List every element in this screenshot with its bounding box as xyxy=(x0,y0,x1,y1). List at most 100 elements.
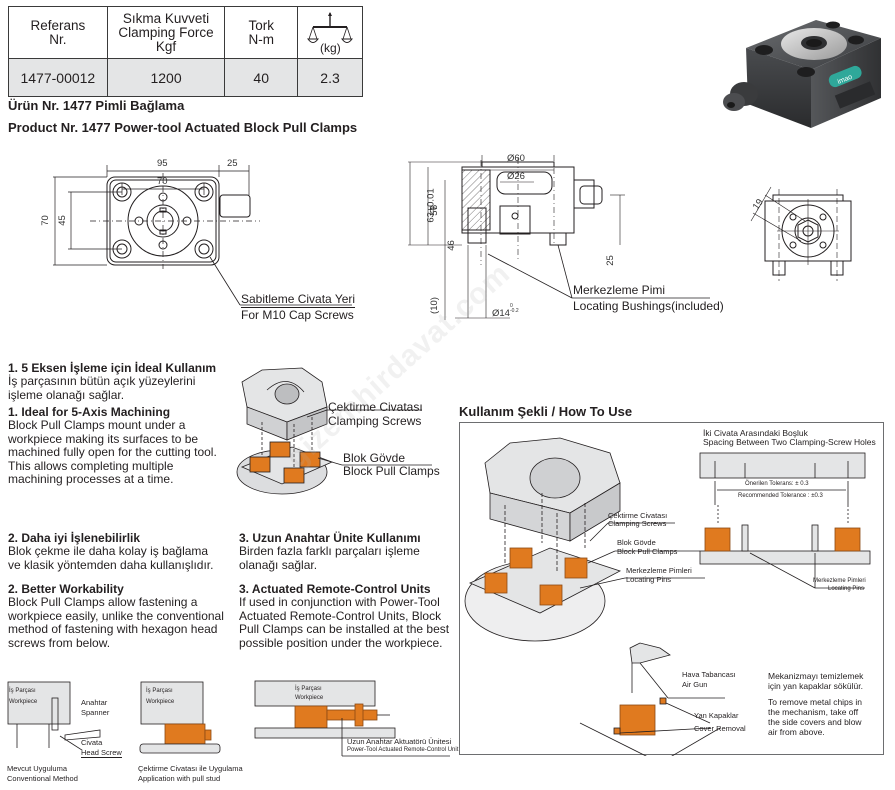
label-spanner-tr: Anahtar xyxy=(81,698,108,707)
dim-label: 46 xyxy=(445,240,457,251)
header-text: Referans xyxy=(30,17,86,33)
header-unit: Kgf xyxy=(155,38,177,54)
diagram-pull-stud: İş Parçası Workpiece Çektirme Civatası i… xyxy=(138,680,258,785)
diagram-conventional: İş Parçası Workpiece Anahtar Spanner Civ… xyxy=(5,680,135,785)
feature-body-en: workpiece making its surfaces to be xyxy=(8,431,199,446)
caption-tr: Çektirme Civatası ile Uygulama xyxy=(138,764,243,773)
product-title-tr: Ürün Nr. 1477 Pimli Bağlama xyxy=(8,98,185,113)
feature-body-tr: işleme olanağı sağlar. xyxy=(8,387,125,402)
dim-label: 6 xyxy=(429,204,441,211)
caption-en: Application with pull stud xyxy=(138,774,221,783)
label-locating-pins-2-tr: Merkezleme Pimleri xyxy=(813,578,866,584)
dim-label: 95 xyxy=(157,158,168,169)
label-locating-pins-tr: Merkezleme Pimleri xyxy=(626,566,692,575)
header-text: Nr. xyxy=(49,31,67,47)
side-view-drawing: Ø60 Ø26 63±0.01 57 6 46 (10) 25 Ø14 0-0.… xyxy=(400,150,724,330)
diagram-remote-control: İş Parçası Workpiece Uzun Anahtar Aktuat… xyxy=(250,678,459,783)
label-workpiece-tr: İş Parçası xyxy=(146,688,173,694)
label-workpiece-tr: İş Parçası xyxy=(295,686,322,692)
label-workpiece-en: Workpiece xyxy=(295,695,324,701)
how-to-use-panel: İki Civata Arasındaki Boşluk Spacing Bet… xyxy=(459,422,884,756)
feature-1: 1. 5 Eksen İşleme için İdeal Kullanım İş… xyxy=(8,361,240,487)
label-spacing-en: Spacing Between Two Clamping-Screw Holes xyxy=(703,437,876,447)
cell-weight: 2.3 xyxy=(297,58,363,97)
tolerance-lower: -0.2 xyxy=(510,308,519,314)
weight-scale-icon: (kg) xyxy=(306,11,354,55)
feature-body-tr: Birden fazla farklı parçaları işleme xyxy=(239,544,420,558)
feature-body-en: Block Pull Clamps allow fastening a xyxy=(8,595,198,609)
feature-body-en: Block Pull Clamps mount under a xyxy=(8,418,186,432)
product-title-en: Product Nr. 1477 Power-tool Actuated Blo… xyxy=(8,120,358,135)
cell-clamping-force: 1200 xyxy=(106,58,226,97)
spec-table: Referans Nr. Sıkma Kuvveti Clamping Forc… xyxy=(8,6,363,97)
cell-reference: 1477-00012 xyxy=(8,58,108,97)
feature-body-tr: olanağı sağlar. xyxy=(239,557,318,572)
dim-label: 25 xyxy=(227,158,238,169)
label-workpiece-en: Workpiece xyxy=(146,699,175,705)
note-line: the mechanism, take off xyxy=(768,707,859,717)
label-cover-removal-en: Cover Removal xyxy=(694,724,746,733)
feature-body-tr: İş parçasının bütün açık yüzeylerini xyxy=(8,374,196,388)
feature-body-tr: Blok çekme ile daha kolay iş bağlama xyxy=(8,544,209,558)
label-clamping-screws-tr: Çektirme Civatası xyxy=(608,511,668,520)
col-header-weight: (kg) xyxy=(297,6,363,59)
dim-label: Ø26 xyxy=(507,171,525,182)
col-header-clamping-force: Sıkma Kuvveti Clamping Force Kgf xyxy=(106,6,226,59)
feature-title-en: 1. Ideal for 5-Axis Machining xyxy=(8,405,171,419)
feature-title-en: 3. Actuated Remote-Control Units xyxy=(239,582,431,596)
table-row: 1477-00012 1200 40 2.3 xyxy=(8,58,363,97)
feature-body-tr: ve klasik yöntemden daha kullanışlıdır. xyxy=(8,557,214,572)
dim-label: Ø60 xyxy=(507,153,525,164)
feature-2: 2. Daha iyi İşlenebilirlik Blok çekme il… xyxy=(8,531,240,650)
end-view-drawing: 19 xyxy=(735,185,885,300)
col-header-torque: Tork N-m xyxy=(224,6,299,59)
label-block-pull-clamps-en: Block Pull Clamps xyxy=(617,547,678,556)
feature-body-en: screws from below. xyxy=(8,635,111,650)
label-spanner-en: Spanner xyxy=(81,708,110,717)
feature-body-en: workpiece easily, unlike the conventiona… xyxy=(8,608,224,623)
feature-body-en: Actuated Remote-Control Units, Block xyxy=(239,608,442,623)
feature-3: 3. Uzun Anahtar Ünite Kullanımı Birden f… xyxy=(239,531,454,650)
caption-en: Power-Tool Actuated Remote-Control Unit xyxy=(347,747,459,753)
label-block-pull-clamps-tr: Blok Gövde xyxy=(343,451,406,465)
label-tolerance-en: Recommended Tolerance : ±0.3 xyxy=(738,493,823,499)
label-locating-pins-2-en: Locating Pins xyxy=(828,586,865,592)
label-workpiece-en: Workpiece xyxy=(9,699,38,705)
caption-tr: Uzun Anahtar Aktuatörü Ünitesi xyxy=(347,737,452,746)
label-tolerance-tr: Önerilen Tolerans: ± 0.3 xyxy=(745,481,809,487)
label-spacing-tr: İki Civata Arasındaki Boşluk xyxy=(703,428,808,438)
dim-label: 25 xyxy=(604,255,616,266)
feature-body-en: possible position under the workpiece. xyxy=(239,635,443,650)
header-text: Sıkma Kuvveti xyxy=(122,10,210,26)
label-workpiece-tr: İş Parçası xyxy=(9,688,36,694)
label-block-pull-clamps-tr: Blok Gövde xyxy=(617,538,656,547)
caption-tr: Mevcut Uyguluma xyxy=(7,764,68,773)
caption-en: Conventional Method xyxy=(7,774,78,783)
tolerance-upper: 0 xyxy=(510,303,513,309)
callout-locating-tr: Merkezleme Pimi xyxy=(573,283,666,297)
label-clamping-screws-tr: Çektirme Civatası xyxy=(328,400,423,414)
note-line: için yan kapaklar sökülür. xyxy=(768,681,863,691)
feature-body-en: Pull Clamps can be installed at the best xyxy=(239,622,450,636)
feature-body-en: This allows completing multiple xyxy=(8,458,174,473)
feature-title-tr: 3. Uzun Anahtar Ünite Kullanımı xyxy=(239,531,421,545)
dim-label: 45 xyxy=(56,215,68,226)
dim-label: 70 xyxy=(157,176,168,187)
col-header-reference: Referans Nr. xyxy=(8,6,108,59)
assembly-illustration: Çektirme Civatası Clamping Screws Blok G… xyxy=(232,362,457,502)
top-view-drawing: 95 25 70 70 45 Sabitleme Civata Yeri For… xyxy=(30,155,370,335)
header-text: N-m xyxy=(248,31,274,47)
feature-title-tr: 2. Daha iyi İşlenebilirlik xyxy=(8,531,141,545)
cleaning-note: Mekanizmayı temizlemek için yan kapaklar… xyxy=(768,671,883,737)
label-air-gun-tr: Hava Tabancası xyxy=(682,670,736,679)
callout-locating-en: Locating Bushings(included) xyxy=(573,299,724,313)
spec-table-header-row: Referans Nr. Sıkma Kuvveti Clamping Forc… xyxy=(8,6,363,59)
label-cover-removal-tr: Yan Kapaklar xyxy=(694,711,739,720)
feature-title-tr: 1. 5 Eksen İşleme için İdeal Kullanım xyxy=(8,361,217,375)
note-line: the side covers and blow xyxy=(768,717,862,727)
feature-body-en: machined fully open for the cutting tool… xyxy=(8,445,217,459)
feature-body-en: machining processes at a time. xyxy=(8,472,174,486)
feature-body-en: If used in conjunction with Power-Tool xyxy=(239,595,440,609)
callout-mounting-tr: Sabitleme Civata Yeri xyxy=(241,292,356,308)
note-line: air from above. xyxy=(768,727,825,737)
